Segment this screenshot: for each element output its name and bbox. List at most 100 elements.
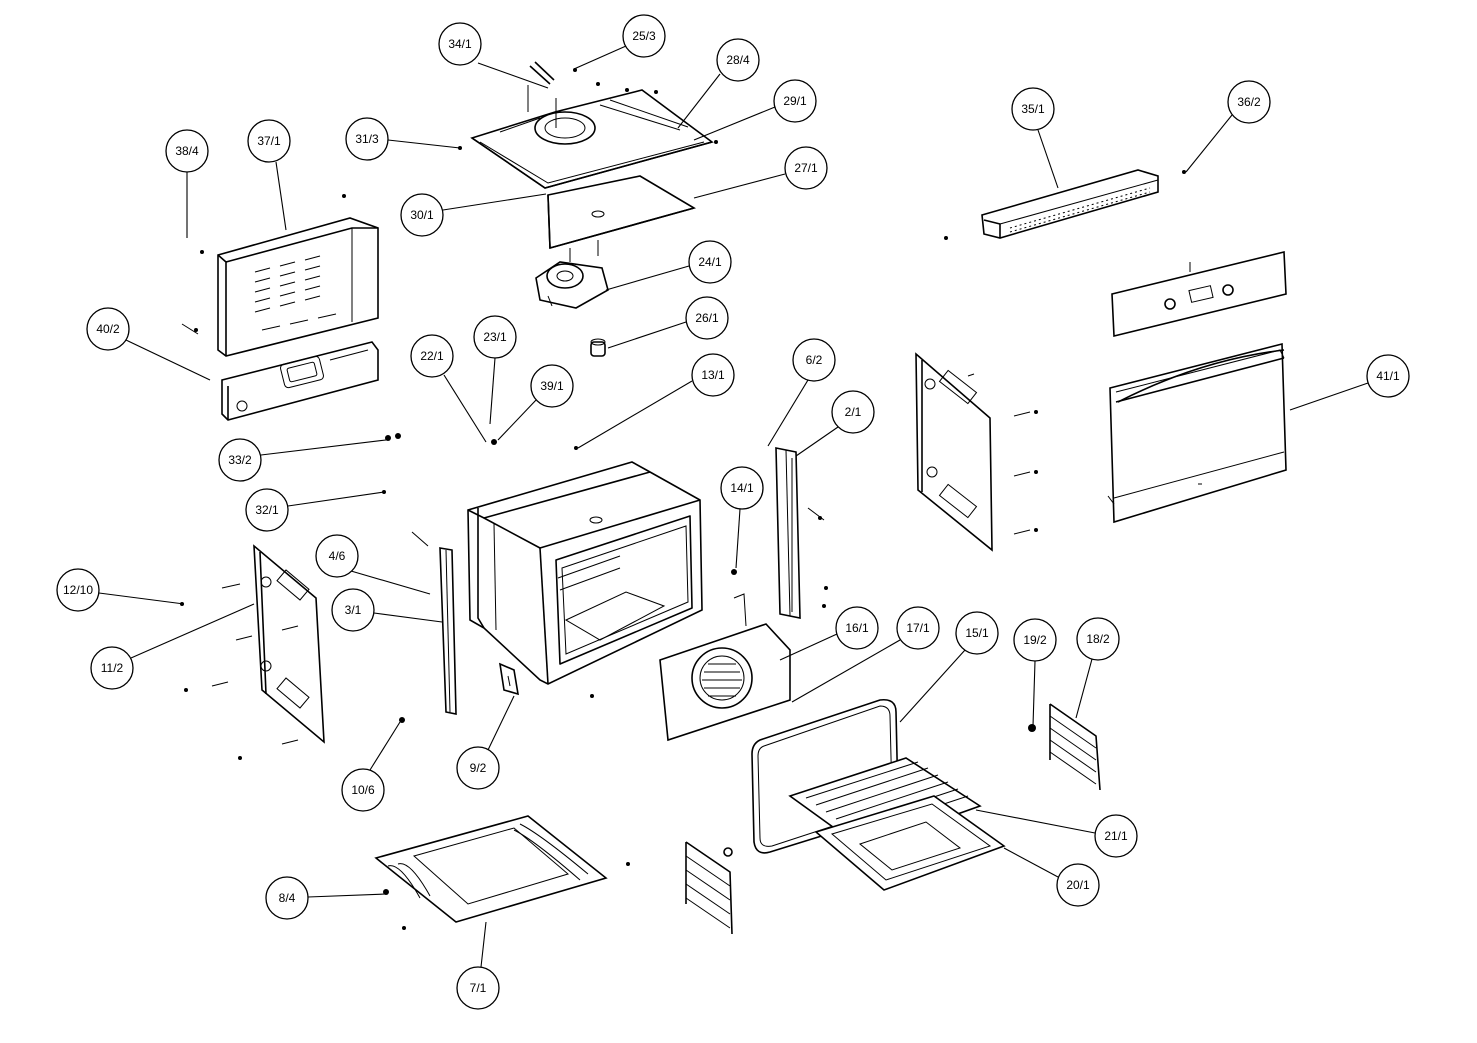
callout-bubble xyxy=(473,315,517,359)
callout-bubble xyxy=(896,606,940,650)
callout-label: 8/4 xyxy=(279,891,296,905)
callout-label: 2/1 xyxy=(845,405,862,419)
callout-leader-line xyxy=(1185,114,1233,173)
callout-leader-line xyxy=(260,439,387,456)
callout-38-4: 38/4 xyxy=(165,129,209,238)
callout-label: 32/1 xyxy=(255,503,279,517)
left-side-panel-part xyxy=(253,544,325,744)
callout-label: 29/1 xyxy=(783,94,807,108)
callout-15-1: 15/1 xyxy=(899,611,999,723)
callout-11-2: 11/2 xyxy=(90,603,255,690)
callout-34-1: 34/1 xyxy=(438,22,549,89)
callout-leader-line xyxy=(693,106,776,141)
callout-bubble xyxy=(1227,80,1271,124)
callout-leader-line xyxy=(489,357,496,425)
callout-leader-line xyxy=(373,612,443,623)
callout-bubble xyxy=(720,466,764,510)
callout-leader-line xyxy=(443,374,487,443)
callout-6-2: 6/2 xyxy=(767,338,836,447)
callout-leader-line xyxy=(975,809,1096,834)
callout-leader-line xyxy=(307,893,387,898)
callout-label: 33/2 xyxy=(228,453,252,467)
callout-bubble xyxy=(331,588,375,632)
fan-cover-grill xyxy=(702,663,742,697)
callout-22-1: 22/1 xyxy=(410,334,487,443)
callout-label: 17/1 xyxy=(906,621,930,635)
callout-bubble xyxy=(1056,863,1100,907)
rear-cover-part xyxy=(217,217,379,357)
cooling-fan-part xyxy=(535,261,609,309)
callout-20-1: 20/1 xyxy=(1003,847,1100,907)
callout-23-1: 23/1 xyxy=(473,315,517,425)
callout-bubble xyxy=(716,38,760,82)
callout-bubble xyxy=(1094,814,1138,858)
callout-label: 28/4 xyxy=(726,53,750,67)
callout-label: 35/1 xyxy=(1021,102,1045,116)
callout-31-3: 31/3 xyxy=(345,117,461,161)
oven-cavity-part xyxy=(467,461,703,685)
callout-bubble xyxy=(341,768,385,812)
callout-27-1: 27/1 xyxy=(693,146,828,199)
baking-tray-part xyxy=(814,795,1006,891)
callout-label: 36/2 xyxy=(1237,95,1261,109)
probe-part xyxy=(527,61,557,128)
callout-14-1: 14/1 xyxy=(720,466,764,569)
callout-16-1: 16/1 xyxy=(779,606,879,661)
callout-label: 26/1 xyxy=(695,311,719,325)
callout-37-1: 37/1 xyxy=(247,119,291,231)
callout-18-2: 18/2 xyxy=(1075,617,1120,719)
callout-bubble xyxy=(622,14,666,58)
callout-bubble xyxy=(456,966,500,1010)
callout-leader-line xyxy=(1037,129,1059,189)
back-wall-fan-cover-part xyxy=(659,593,791,742)
fan-plate-part xyxy=(547,175,697,262)
callout-bubble xyxy=(165,129,209,173)
callout-26-1: 26/1 xyxy=(607,296,729,349)
callout-label: 34/1 xyxy=(448,37,472,51)
callout-leader-line xyxy=(605,265,690,291)
callout-leader-line xyxy=(607,321,687,349)
callout-label: 24/1 xyxy=(698,255,722,269)
callout-leader-line xyxy=(497,398,538,441)
callout-leader-line xyxy=(487,695,515,751)
callout-leader-line xyxy=(387,139,461,149)
callout-label: 21/1 xyxy=(1104,829,1128,843)
callout-leader-line xyxy=(287,491,385,507)
vertical-strip-part xyxy=(439,547,457,715)
callout-leader-line xyxy=(1003,847,1059,878)
callout-32-1: 32/1 xyxy=(245,488,385,532)
shelf-support-right-part xyxy=(1049,703,1101,791)
callout-label: 7/1 xyxy=(470,981,487,995)
callout-leader-line xyxy=(795,426,839,457)
callout-leader-line xyxy=(98,592,185,605)
callout-bubble xyxy=(438,22,482,66)
callout-bubble xyxy=(773,79,817,123)
callout-bubble xyxy=(265,876,309,920)
callout-label: 12/10 xyxy=(63,583,93,597)
callout-33-2: 33/2 xyxy=(218,438,387,482)
callout-label: 14/1 xyxy=(730,481,754,495)
callout-bubble xyxy=(218,438,262,482)
callout-29-1: 29/1 xyxy=(693,79,817,141)
callout-leader-line xyxy=(369,721,401,771)
callout-4-6: 4/6 xyxy=(315,534,431,595)
shelf-support-left-part xyxy=(685,841,733,935)
oven-door-part xyxy=(1107,342,1287,524)
callout-10-6: 10/6 xyxy=(341,721,401,812)
callout-leader-line xyxy=(442,193,547,211)
wire-rack-bars xyxy=(805,761,969,834)
callout-21-1: 21/1 xyxy=(975,809,1138,858)
callout-28-4: 28/4 xyxy=(677,38,760,129)
callout-label: 41/1 xyxy=(1376,369,1400,383)
callout-leader-line xyxy=(1289,382,1369,411)
callout-leader-line xyxy=(130,603,255,659)
callout-bubble xyxy=(831,390,875,434)
callout-bubble xyxy=(86,307,130,351)
callout-9-2: 9/2 xyxy=(456,695,515,790)
callout-label: 3/1 xyxy=(345,603,362,617)
callout-36-2: 36/2 xyxy=(1185,80,1271,173)
callout-label: 30/1 xyxy=(410,208,434,222)
callout-13-1: 13/1 xyxy=(577,353,735,449)
callouts: 34/125/328/429/131/338/437/130/127/135/1… xyxy=(56,14,1410,1010)
